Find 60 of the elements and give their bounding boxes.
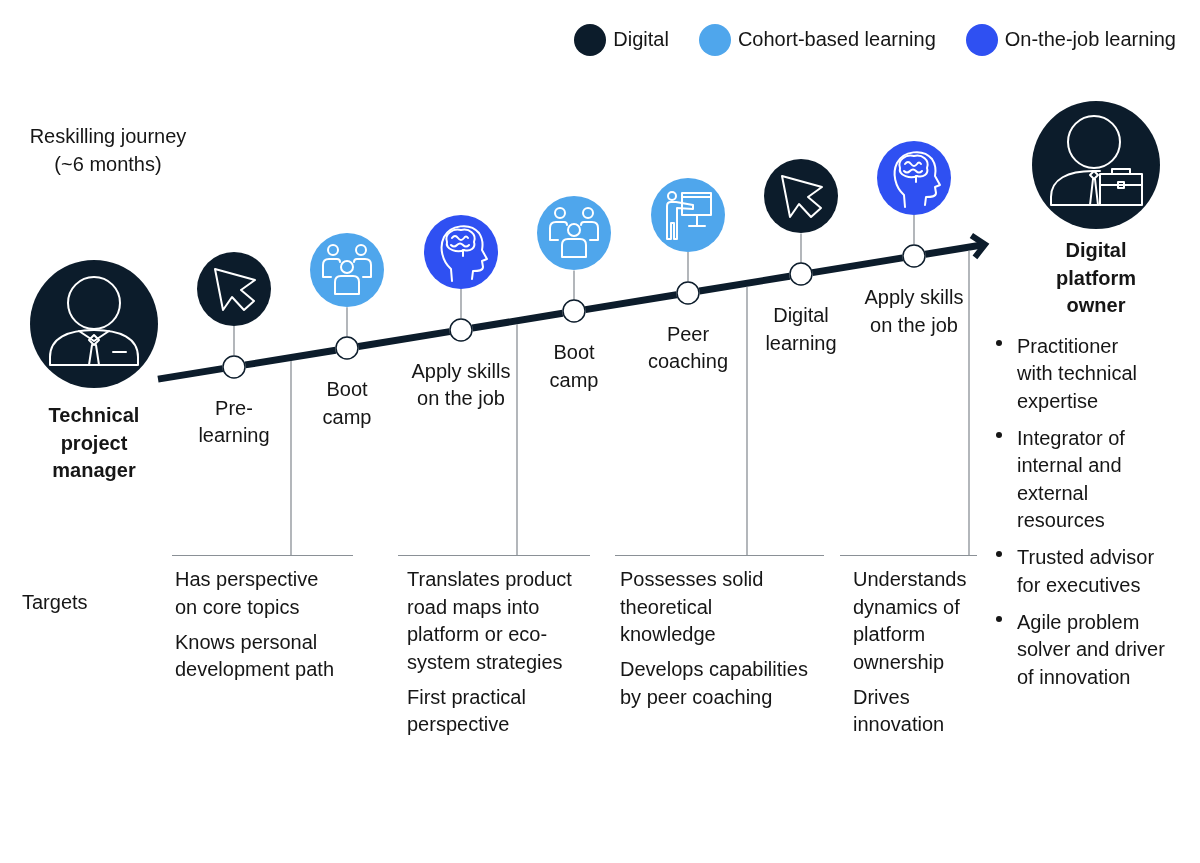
target-text: Understands dynamics of platform ownership	[853, 567, 968, 675]
step-label: Boot camp	[321, 377, 373, 430]
people-group-icon	[310, 233, 384, 308]
legend-label: Cohort-based learning	[737, 27, 936, 53]
cursor-icon	[197, 251, 271, 326]
legend-label: On-the-job learning	[1004, 27, 1176, 53]
timeline-line	[357, 328, 451, 350]
milestone-dot-icon	[449, 317, 473, 342]
step-label: Peer coaching	[646, 321, 730, 375]
role-title: Technical project manager	[47, 403, 141, 483]
people-group-icon	[537, 196, 611, 271]
connector-line	[233, 325, 235, 356]
connector-line	[516, 323, 518, 556]
cursor-icon	[764, 159, 838, 234]
step-label: Boot camp	[548, 340, 600, 393]
step-label: Apply skills on the job	[410, 358, 512, 412]
timeline-arrow	[924, 232, 988, 261]
connector-line	[687, 251, 689, 283]
head-brain-icon	[877, 141, 951, 216]
connector-line	[968, 250, 970, 556]
target-text: Drives innovation	[853, 684, 946, 737]
role-title: Digital platform owner	[1055, 238, 1137, 318]
bullet-text: Practitioner with technical expertise	[1017, 333, 1139, 414]
target-text: Develops capabilities by peer coaching	[620, 657, 809, 710]
timeline-line	[811, 254, 904, 277]
milestone-dot-icon	[902, 244, 926, 269]
milestone-dot-icon	[676, 280, 700, 305]
milestone-dot-icon	[789, 262, 813, 287]
timeline-line	[471, 309, 564, 332]
target-text: Translates product road maps into platform or eco-system strategies	[407, 567, 573, 675]
row-label: Targets	[22, 590, 89, 615]
target-text: Possesses solid theoretical knowledge	[620, 567, 765, 647]
milestone-dot-icon	[335, 336, 359, 361]
step-label: Pre-learning	[197, 395, 271, 449]
bullet-text: Integrator of internal and external resources	[1017, 425, 1126, 533]
step-label: Apply skills on the job	[863, 285, 965, 338]
connector-line	[746, 286, 748, 556]
head-brain-icon	[424, 214, 498, 289]
presenter-board-icon	[651, 177, 725, 252]
bullet-text: Agile problem solver and driver of innovation	[1017, 609, 1166, 690]
legend-label: Digital	[613, 27, 669, 53]
connector-line	[290, 360, 292, 556]
row-label: Reskilling journey (~6 months)	[28, 124, 188, 177]
bullet-text: Trusted advisor for executives	[1017, 545, 1156, 598]
milestone-dot-icon	[222, 354, 246, 379]
connector-line	[346, 306, 348, 338]
milestone-dot-icon	[562, 299, 586, 324]
step-label: Digital learning	[764, 303, 838, 356]
timeline-line	[698, 272, 791, 295]
target-text: First practical perspective	[407, 684, 527, 737]
connector-line	[573, 269, 575, 301]
timeline-line	[584, 291, 678, 314]
connector-line	[460, 288, 462, 319]
connector-line	[800, 232, 802, 264]
target-text: Has perspective on core topics	[175, 567, 320, 620]
connector-line	[913, 214, 915, 246]
target-text: Knows personal development path	[175, 629, 335, 682]
timeline-line	[244, 346, 337, 369]
timeline-line	[157, 365, 224, 383]
target-block	[615, 555, 824, 711]
